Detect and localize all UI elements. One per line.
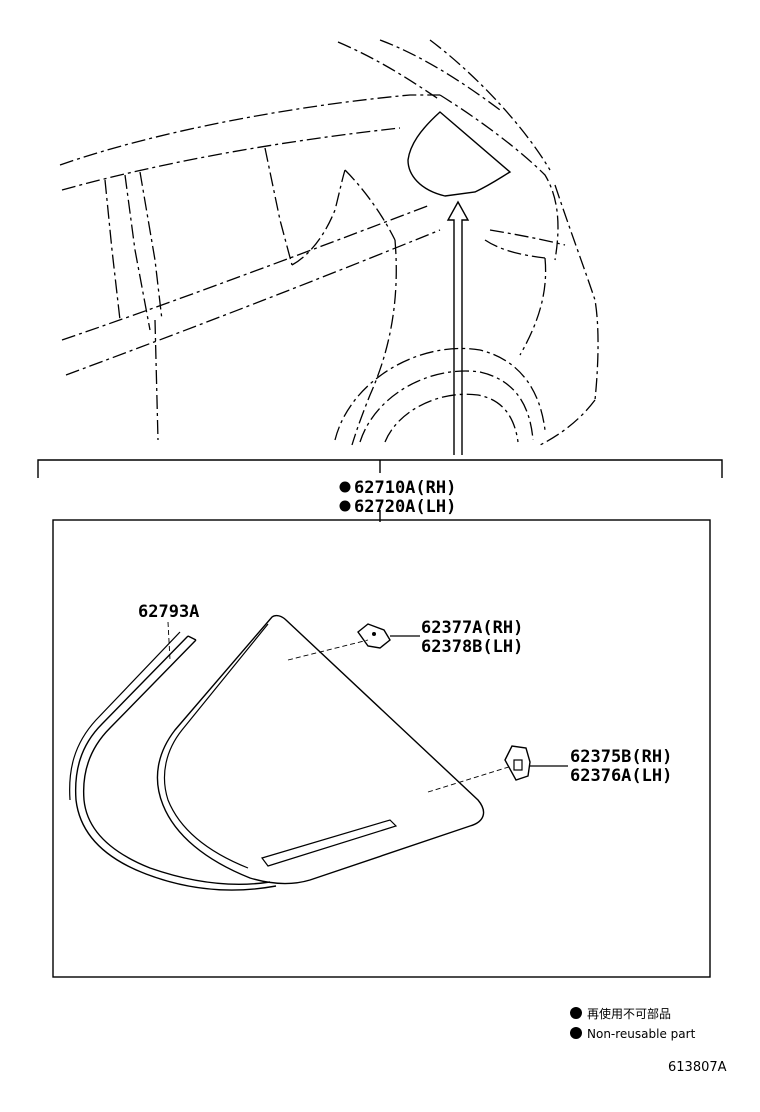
legend: 再使用不可部品 Non-reusable part <box>570 1006 696 1041</box>
callout-clip-upper-rh: 62377A(RH) <box>421 618 523 638</box>
molding-part: 62793A <box>69 602 277 891</box>
non-reusable-marker-icon <box>339 500 351 512</box>
non-reusable-marker-icon <box>339 481 351 493</box>
non-reusable-marker-icon <box>570 1027 582 1039</box>
callout-clip-upper-lh: 62378B(LH) <box>421 637 523 657</box>
callout-glass-lh: 62720A(LH) <box>354 497 456 517</box>
detail-frame <box>52 519 711 978</box>
legend-english: Non-reusable part <box>587 1027 696 1041</box>
upper-clip-part: 62377A(RH) 62378B(LH) <box>287 618 523 661</box>
callout-clip-lower-lh: 62376A(LH) <box>570 766 672 786</box>
quarter-window-location <box>407 111 512 197</box>
non-reusable-marker-icon <box>570 1007 582 1019</box>
legend-japanese: 再使用不可部品 <box>587 1006 671 1021</box>
quarter-glass-part <box>156 614 485 885</box>
location-arrow <box>446 200 470 455</box>
callout-molding: 62793A <box>138 602 199 622</box>
callout-glass-rh: 62710A(RH) <box>354 478 456 498</box>
callout-clip-lower-rh: 62375B(RH) <box>570 747 672 767</box>
vehicle-body-outline <box>59 39 599 446</box>
diagram-code: 613807A <box>668 1060 727 1075</box>
lower-clip-part: 62375B(RH) 62376A(LH) <box>427 745 672 793</box>
assembly-callout: 62710A(RH) 62720A(LH) <box>339 478 456 517</box>
